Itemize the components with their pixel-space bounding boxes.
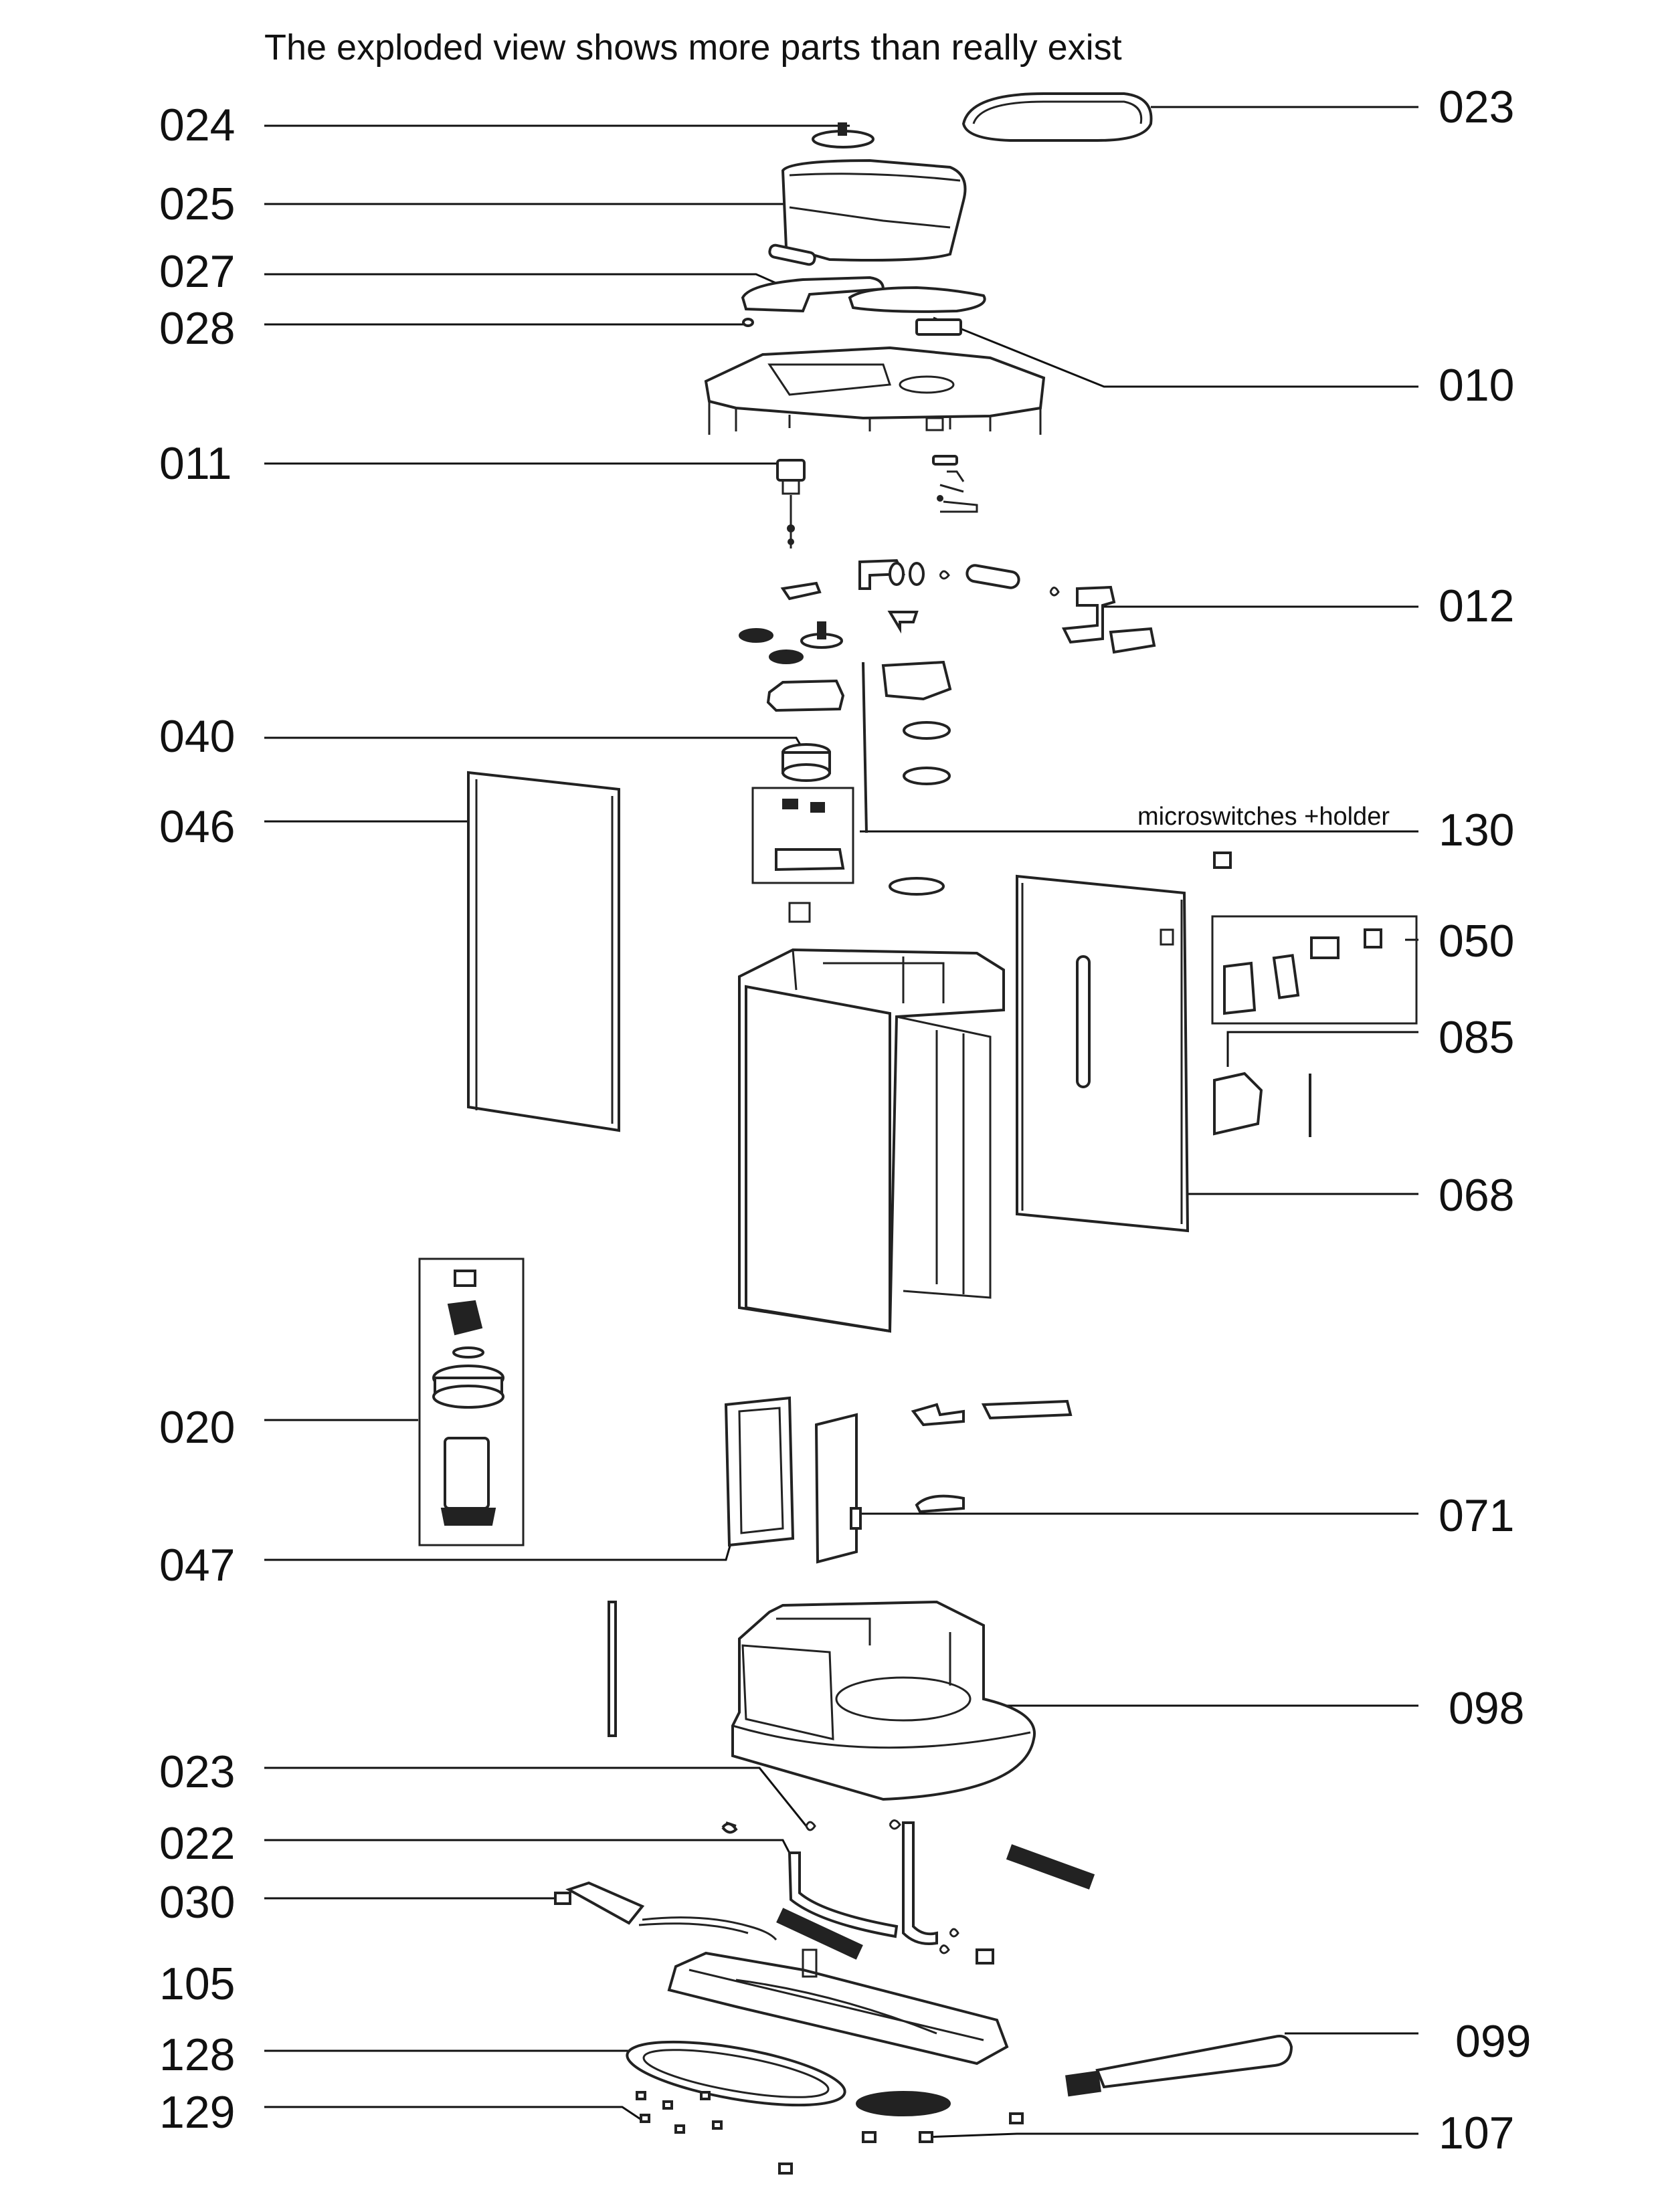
- part-label-023-lower: 023: [159, 1746, 236, 1797]
- part-label-028: 028: [159, 303, 236, 354]
- part-lever-assembly: [932, 455, 978, 513]
- part-brush-099: [1065, 2035, 1293, 2097]
- part-switch-011: [776, 459, 806, 548]
- part-label-020: 020: [159, 1402, 236, 1453]
- part-label-010: 010: [1439, 360, 1515, 411]
- part-label-099: 099: [1455, 2016, 1532, 2067]
- part-cap-024: [812, 122, 874, 148]
- part-side-panel-046: [467, 771, 620, 1132]
- part-label-040: 040: [159, 711, 236, 762]
- part-label-012: 012: [1439, 581, 1515, 631]
- part-label-105: 105: [159, 1958, 236, 2009]
- part-bracket-085: [1213, 1072, 1311, 1137]
- part-power-cord-030: [554, 1881, 777, 1941]
- part-ring-128: [626, 2040, 846, 2107]
- part-label-023-upper: 023: [1439, 82, 1515, 132]
- part-motor-040: [781, 743, 831, 782]
- part-valve-parts: [780, 559, 1156, 654]
- part-label-098: 098: [1449, 1683, 1525, 1734]
- part-label-071: 071: [1439, 1490, 1515, 1541]
- part-base-098: [731, 1600, 1036, 1801]
- part-label-130: 130: [1439, 805, 1515, 856]
- part-feet-129: [636, 2091, 723, 2134]
- part-bottom-tray-105: [667, 1948, 1009, 2066]
- part-label-047: 047: [159, 1540, 236, 1591]
- part-board-071: [814, 1413, 862, 1564]
- part-main-body: [738, 948, 1005, 1333]
- part-label-050: 050: [1439, 916, 1515, 967]
- part-label-129: 129: [159, 2087, 236, 2138]
- part-label-030: 030: [159, 1877, 236, 1928]
- part-gears: [739, 621, 843, 664]
- part-label-011: 011: [159, 438, 232, 489]
- part-gasket-027: [741, 243, 986, 336]
- part-hopper-025: [781, 159, 967, 262]
- part-label-085: 085: [1439, 1012, 1515, 1063]
- part-housing-047: [724, 1396, 795, 1547]
- part-group-050: [1211, 915, 1418, 1025]
- part-label-046: 046: [159, 801, 236, 852]
- part-top-housing-010: [704, 346, 1046, 435]
- diagram-note: The exploded view shows more parts than …: [264, 27, 1122, 68]
- part-label-022: 022: [159, 1818, 236, 1869]
- part-back-panel-068: [1016, 874, 1190, 1233]
- part-grille-107: [778, 2091, 1024, 2175]
- part-motor-group-020: [418, 1258, 525, 1546]
- part-screw-028: [742, 318, 754, 327]
- part-label-068: 068: [1439, 1170, 1515, 1221]
- part-lid-023: [961, 92, 1153, 142]
- part-label-027: 027: [159, 246, 236, 297]
- part-label-024: 024: [159, 100, 236, 150]
- part-microswitch-box-130: [751, 787, 1232, 923]
- part-label-025: 025: [159, 179, 236, 229]
- part-rod: [608, 1601, 617, 1737]
- part-tubes-022: [721, 1819, 994, 1965]
- part-springs: [776, 1844, 1095, 1960]
- part-holder-frame: [766, 660, 952, 833]
- part-label-107: 107: [1439, 2108, 1515, 2158]
- microswitches-holder-note: microswitches +holder: [1137, 803, 1390, 831]
- part-small-levers: [911, 1399, 1073, 1514]
- part-label-128: 128: [159, 2029, 236, 2080]
